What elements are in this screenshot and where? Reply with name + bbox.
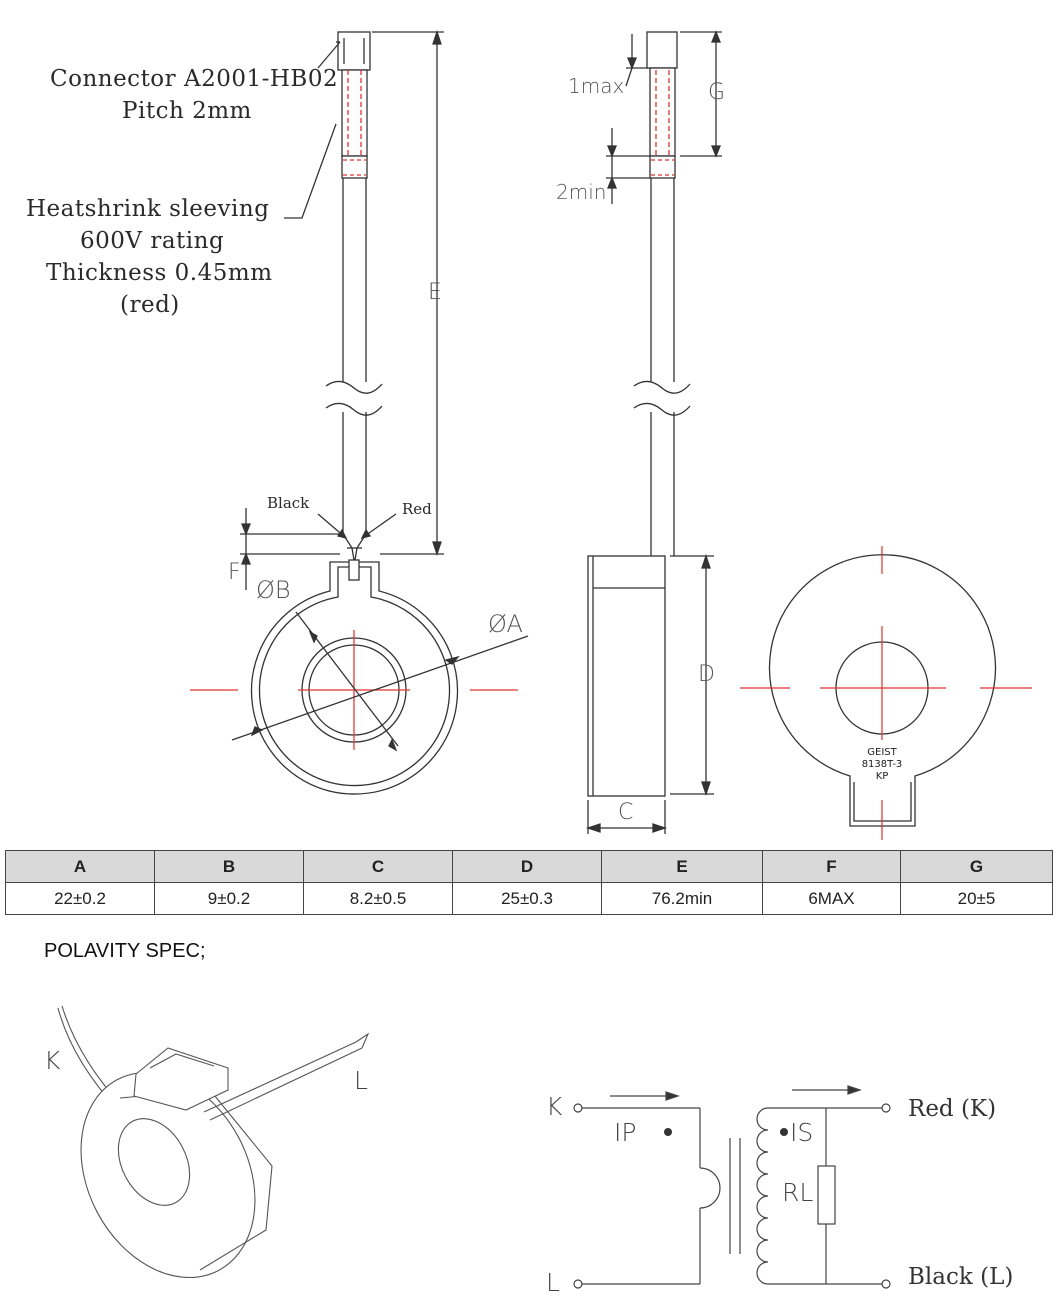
dim-f-label: F: [228, 560, 241, 585]
sleeve-thickness-label: Thickness 0.45mm: [46, 260, 273, 286]
marking-brand: GEIST: [867, 747, 897, 758]
marking-model: 8138T-3: [861, 759, 903, 770]
dim-d-label: D: [698, 662, 715, 687]
header-g: G: [900, 850, 1053, 883]
left-cable-view: [240, 29, 444, 590]
dim-e-label: E: [428, 280, 442, 305]
ip-label: IP: [614, 1118, 637, 1147]
dim-g-label: G: [708, 80, 726, 105]
side-view: [585, 30, 722, 834]
value-f: 6MAX: [762, 882, 901, 915]
header-d: D: [452, 850, 602, 883]
pitch-label: Pitch 2mm: [122, 98, 252, 124]
schematic-k-label: K: [546, 1092, 563, 1121]
table-row: 22±0.2 9±0.2 8.2±0.5 25±0.3 76.2min 6MAX…: [5, 882, 1053, 915]
table-header-row: A B C D E F G: [5, 850, 1053, 883]
header-f: F: [762, 850, 901, 883]
value-b: 9±0.2: [154, 882, 304, 915]
iso-k-label: K: [44, 1046, 61, 1075]
dim-b-label: ØB: [256, 576, 291, 604]
red-terminal-label: Red (K): [908, 1096, 997, 1122]
polarity-iso-sketch: [57, 1005, 370, 1279]
connector-label: Connector A2001-HB02: [50, 66, 339, 92]
rl-label: RL: [782, 1178, 814, 1207]
dimension-spec-table: A B C D E F G 22±0.2 9±0.2 8.2±0.5 25±0.…: [5, 850, 1053, 915]
polarity-title: POLAVITY SPEC;: [44, 940, 206, 962]
red-wire-label: Red: [402, 500, 432, 518]
schematic-l-label: L: [546, 1268, 560, 1297]
iso-l-label: L: [354, 1066, 368, 1095]
front-view: [740, 546, 1032, 840]
header-b: B: [154, 850, 304, 883]
part-marking: GEIST 8138T-3 KP: [842, 747, 922, 783]
header-c: C: [303, 850, 453, 883]
value-a: 22±0.2: [5, 882, 155, 915]
black-terminal-label: Black (L): [908, 1264, 1014, 1290]
dim-a-label: ØA: [488, 610, 523, 638]
header-a: A: [5, 850, 155, 883]
is-label: IS: [790, 1118, 814, 1147]
polarity-schematic: [573, 1085, 891, 1289]
value-e: 76.2min: [601, 882, 763, 915]
value-g: 20±5: [900, 882, 1053, 915]
sleeve-label: Heatshrink sleeving: [26, 196, 270, 222]
one-max-label: 1max: [568, 74, 625, 98]
dim-c-label: C: [618, 800, 634, 825]
black-wire-label: Black: [267, 494, 310, 512]
value-d: 25±0.3: [452, 882, 602, 915]
left-toroid-view: [190, 559, 529, 795]
value-c: 8.2±0.5: [303, 882, 453, 915]
two-min-label: 2min: [556, 180, 607, 204]
marking-code: KP: [875, 771, 889, 782]
sleeve-rating-label: 600V rating: [80, 228, 225, 254]
sleeve-color-label: (red): [120, 292, 180, 318]
header-e: E: [601, 850, 763, 883]
